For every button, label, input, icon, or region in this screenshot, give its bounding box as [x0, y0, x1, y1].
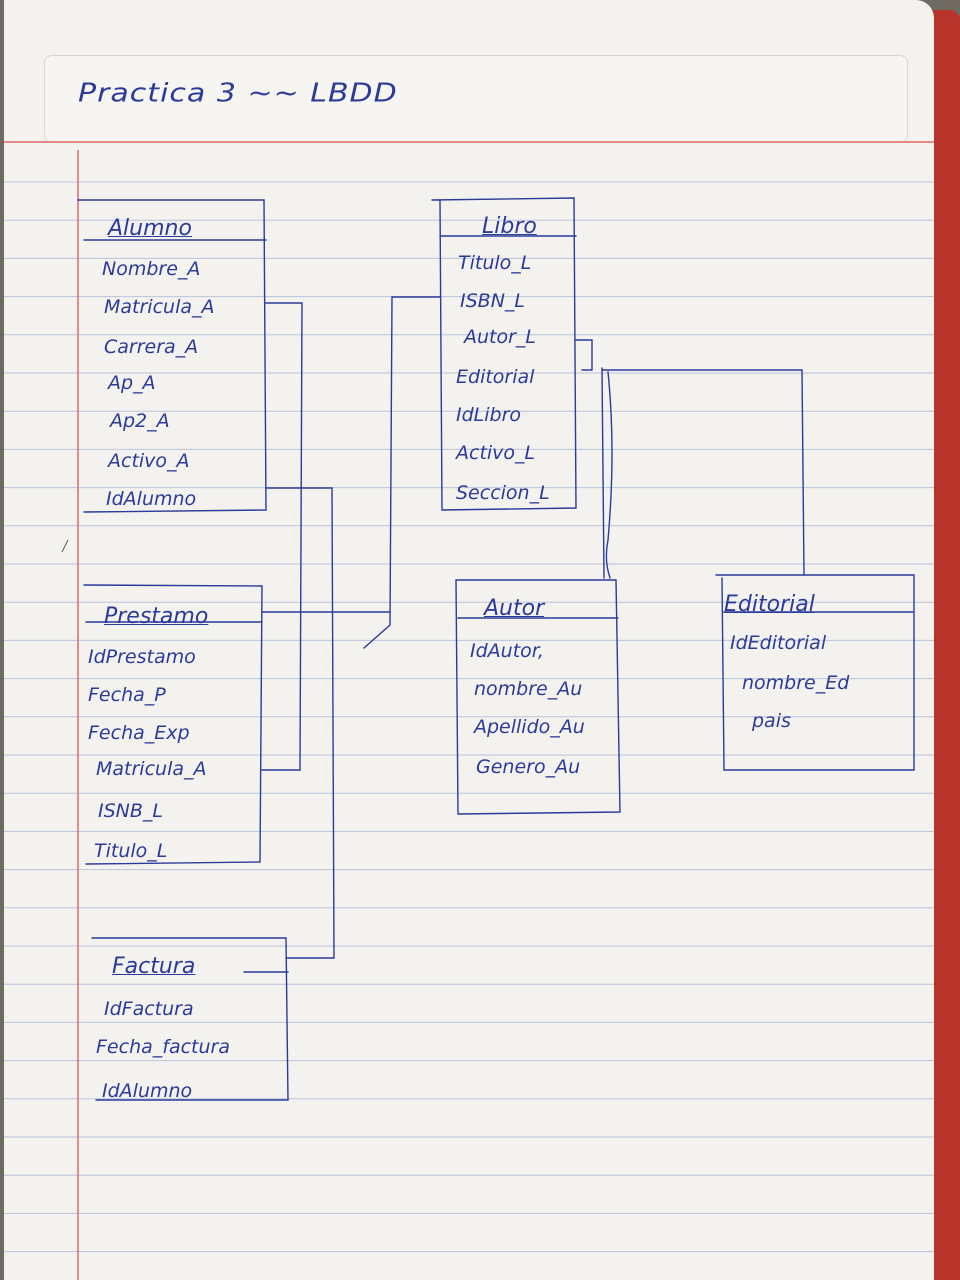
rel-alumno-factura [265, 487, 335, 959]
er-diagram [61, 197, 915, 1101]
editorial-attr: IdEditorial [730, 632, 827, 654]
prestamo-box [83, 584, 263, 865]
prestamo-attr: ISNB_L [98, 800, 163, 822]
prestamo-attr: IdPrestamo [88, 646, 196, 668]
prestamo-attr: Fecha_Exp [88, 722, 190, 744]
autor-box [455, 579, 621, 815]
factura-attr: IdAlumno [102, 1080, 193, 1102]
editorial-attr: nombre_Ed [742, 672, 850, 694]
alumno-title: Alumno [108, 216, 192, 241]
autor-attr: Apellido_Au [474, 716, 585, 738]
ruled-lines [4, 141, 934, 1280]
alumno-attr: Activo_A [108, 450, 190, 472]
autor-attr: Genero_Au [476, 756, 581, 778]
libro-title: Libro [482, 214, 537, 239]
libro-attr: ISBN_L [460, 290, 525, 312]
libro-attr: Activo_L [456, 442, 536, 464]
libro-attr: Seccion_L [456, 482, 550, 504]
editorial-attr: pais [752, 710, 791, 732]
libro-attr: Titulo_L [458, 252, 532, 274]
page-title: Practica 3 ~~ LBDD [78, 78, 398, 109]
factura-attr: Fecha_factura [96, 1036, 230, 1058]
libro-box [431, 197, 577, 511]
rel-libro-autor-scribble [605, 371, 613, 579]
header-band [44, 55, 908, 143]
prestamo-attr: Fecha_P [88, 684, 166, 706]
rel-libro-prestamo [363, 296, 441, 649]
autor-title: Autor [484, 596, 545, 621]
alumno-attr: Ap_A [108, 372, 156, 394]
factura-title: Factura [112, 954, 196, 979]
factura-attr: IdFactura [104, 998, 194, 1020]
rel-alumno-prestamo [261, 302, 303, 771]
rel-libro-editorial [601, 369, 805, 576]
editorial-title: Editorial [724, 592, 815, 617]
libro-attr: IdLibro [456, 404, 522, 426]
alumno-attr: Ap2_A [110, 410, 170, 432]
rel-libro-autor-bracket [575, 339, 593, 371]
alumno-attr: Carrera_A [104, 336, 199, 358]
alumno-box [77, 199, 267, 513]
editorial-box [715, 574, 915, 771]
alumno-attr: IdAlumno [106, 488, 197, 510]
autor-attr: nombre_Au [474, 678, 583, 700]
rel-libro-autor [601, 367, 605, 579]
prestamo-attr: Matricula_A [96, 758, 207, 780]
prestamo-attr: Titulo_L [94, 840, 168, 862]
factura-box [91, 937, 289, 1101]
libro-attr: Editorial [456, 366, 535, 388]
stray-mark [61, 539, 69, 553]
notebook-page: Practica 3 ~~ LBDD [4, 0, 934, 1280]
prestamo-title: Prestamo [104, 604, 209, 629]
alumno-attr: Matricula_A [104, 296, 215, 318]
libro-attr: Autor_L [464, 326, 537, 348]
alumno-attr: Nombre_A [102, 258, 201, 280]
autor-attr: IdAutor, [470, 640, 544, 662]
